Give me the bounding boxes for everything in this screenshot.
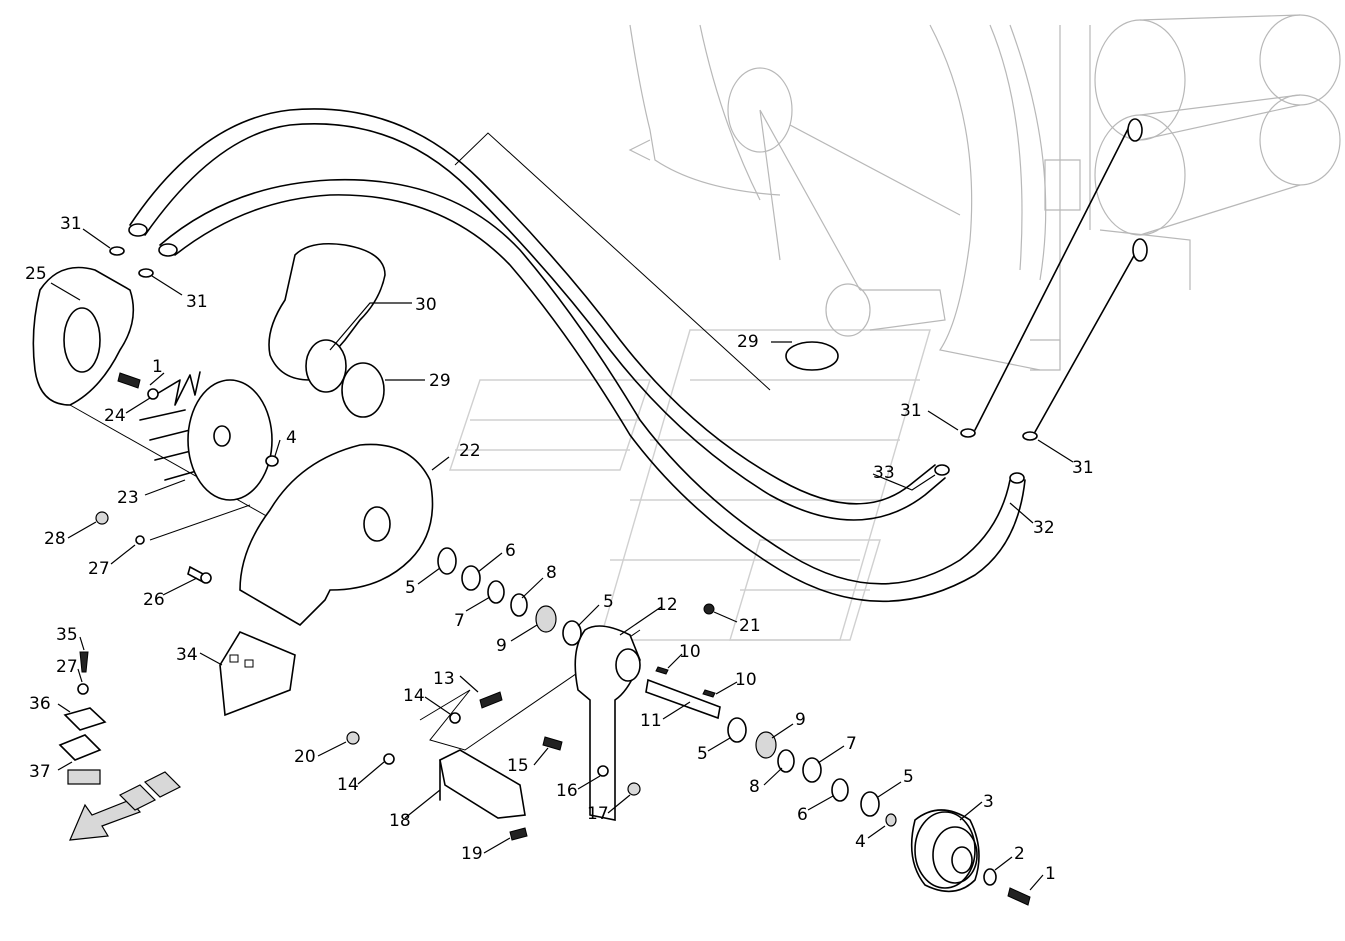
- label-2: 2: [1014, 844, 1025, 864]
- o-ring-31: [109, 246, 1038, 441]
- background-machine: [628, 14, 1341, 371]
- bearing-housing-12: [574, 603, 721, 821]
- label-31: 31: [1072, 458, 1094, 478]
- hose-pipes: [128, 108, 1148, 603]
- label-1: 1: [1045, 864, 1056, 884]
- label-31: 31: [186, 292, 208, 312]
- label-10: 10: [735, 670, 757, 690]
- label-9: 9: [496, 636, 507, 656]
- cover-34: [219, 630, 296, 717]
- label-5: 5: [903, 767, 914, 787]
- bracket-18: [346, 691, 641, 841]
- label-4: 4: [286, 428, 297, 448]
- label-10: 10: [679, 642, 701, 662]
- watermark: [449, 329, 931, 641]
- bearing-stack-lower: [727, 717, 897, 827]
- label-14: 14: [403, 686, 425, 706]
- label-25: 25: [25, 264, 47, 284]
- label-8: 8: [749, 777, 760, 797]
- label-27: 27: [88, 559, 110, 579]
- label-19: 19: [461, 844, 483, 864]
- label-20: 20: [294, 747, 316, 767]
- label-5: 5: [405, 578, 416, 598]
- assembly-frame-lines: [69, 132, 771, 751]
- label-6: 6: [797, 805, 808, 825]
- elbow-pipe-30: [268, 242, 839, 418]
- label-35: 35: [56, 625, 78, 645]
- label-4: 4: [855, 832, 866, 852]
- label-6: 6: [505, 541, 516, 561]
- part-number-labels: 31 31 25 1 24 4 22 23 28 27 26 30 29 29 …: [25, 214, 1094, 884]
- label-23: 23: [117, 488, 139, 508]
- label-16: 16: [556, 781, 578, 801]
- label-24: 24: [104, 406, 126, 426]
- label-7: 7: [846, 734, 857, 754]
- bearing-stack-upper: [437, 547, 582, 646]
- latch-parts: [58, 651, 107, 785]
- label-31: 31: [60, 214, 82, 234]
- label-27: 27: [56, 657, 78, 677]
- label-5: 5: [697, 744, 708, 764]
- label-15: 15: [507, 756, 529, 776]
- label-7: 7: [454, 611, 465, 631]
- label-8: 8: [546, 563, 557, 583]
- label-32: 32: [1033, 518, 1055, 538]
- pulley-3: [910, 809, 1031, 906]
- label-18: 18: [389, 811, 411, 831]
- direction-arrow: [69, 771, 182, 841]
- label-21: 21: [739, 616, 761, 636]
- label-5: 5: [603, 592, 614, 612]
- label-29: 29: [429, 371, 451, 391]
- label-3: 3: [983, 792, 994, 812]
- flange-plate-25: [32, 266, 135, 406]
- label-14: 14: [337, 775, 359, 795]
- label-31: 31: [900, 401, 922, 421]
- label-12: 12: [656, 595, 678, 615]
- label-11: 11: [640, 711, 662, 731]
- leader-lines: [50, 228, 1074, 891]
- label-28: 28: [44, 529, 66, 549]
- label-37: 37: [29, 762, 51, 782]
- label-29: 29: [737, 332, 759, 352]
- label-13: 13: [433, 669, 455, 689]
- label-9: 9: [795, 710, 806, 730]
- label-26: 26: [143, 590, 165, 610]
- label-30: 30: [415, 295, 437, 315]
- fan-hardware: [95, 372, 279, 584]
- label-33: 33: [873, 463, 895, 483]
- label-22: 22: [459, 441, 481, 461]
- label-34: 34: [176, 645, 198, 665]
- label-17: 17: [587, 804, 609, 824]
- label-36: 36: [29, 694, 51, 714]
- blower-housing-22: [239, 443, 434, 627]
- label-1: 1: [152, 357, 163, 377]
- fan-impeller-23: [139, 371, 273, 501]
